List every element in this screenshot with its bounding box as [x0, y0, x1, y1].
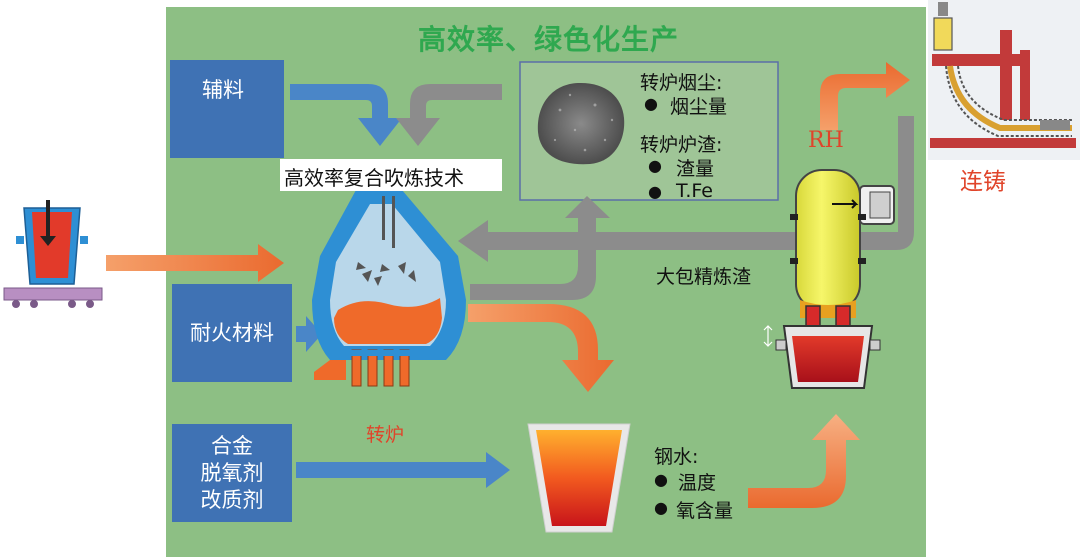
hot-metal-ladle-car — [0, 196, 104, 308]
alloy-line-2: 脱氧剂 — [200, 460, 264, 485]
watermark-icon — [13, 523, 43, 545]
rh-degasser — [763, 169, 895, 389]
dust-pile-image — [537, 82, 625, 165]
slag-return-arrow — [458, 116, 914, 262]
alloy-arrow — [296, 452, 510, 488]
dust-item-3: T.Fe — [676, 180, 713, 202]
to-casting-arrow — [820, 62, 910, 130]
casting-label: 连铸 — [960, 169, 1006, 195]
tapping-arrow — [468, 304, 614, 392]
steel-bullet-2: ● — [654, 498, 668, 517]
converter-vessel — [312, 190, 466, 387]
continuous-caster — [928, 0, 1080, 160]
dust-bullet-3: ● — [648, 182, 662, 201]
dust-out-arrow — [470, 196, 610, 300]
alloy-line-1: 合金 — [211, 433, 253, 458]
dust-heading-2: 转炉炉渣: — [640, 134, 723, 156]
rh-label: RH — [808, 128, 844, 153]
steel-bullet-1: ● — [654, 470, 668, 489]
tech-label: 高效率复合吹炼技术 — [284, 166, 464, 190]
steel-item-2: 氧含量 — [676, 500, 734, 522]
dust-bullet-2: ● — [648, 156, 662, 175]
aux-materials-box — [170, 60, 284, 158]
ladle-slag-label: 大包精炼渣 — [656, 266, 752, 288]
hot-metal-arrow — [106, 244, 284, 282]
alloy-box: 合金 脱氧剂 改质剂 — [172, 424, 292, 522]
dust-item-1: 烟尘量 — [670, 96, 728, 118]
tech-label-box — [280, 159, 502, 191]
watermark-text: 大数跨境 — [52, 528, 132, 552]
refractory-arrow — [296, 316, 322, 352]
steel-ladle — [527, 423, 631, 533]
refractory-label: 耐火材料 — [190, 320, 274, 345]
aux-arrow — [290, 84, 402, 146]
diagram-title: 高效率、绿色化生产 — [418, 23, 680, 56]
aux-materials-label: 辅料 — [202, 78, 244, 102]
refractory-box: 耐火材料 — [172, 284, 292, 382]
converter-label: 转炉 — [366, 424, 405, 446]
steel-item-1: 温度 — [678, 472, 717, 494]
steel-heading: 钢水: — [654, 446, 699, 468]
dust-feed-arrow — [396, 84, 502, 146]
dust-bullet-1: ● — [644, 94, 658, 113]
dust-heading-1: 转炉烟尘: — [640, 72, 723, 94]
alloy-line-3: 改质剂 — [200, 487, 264, 512]
to-rh-arrow — [748, 414, 860, 508]
dust-item-2: 渣量 — [676, 158, 715, 180]
